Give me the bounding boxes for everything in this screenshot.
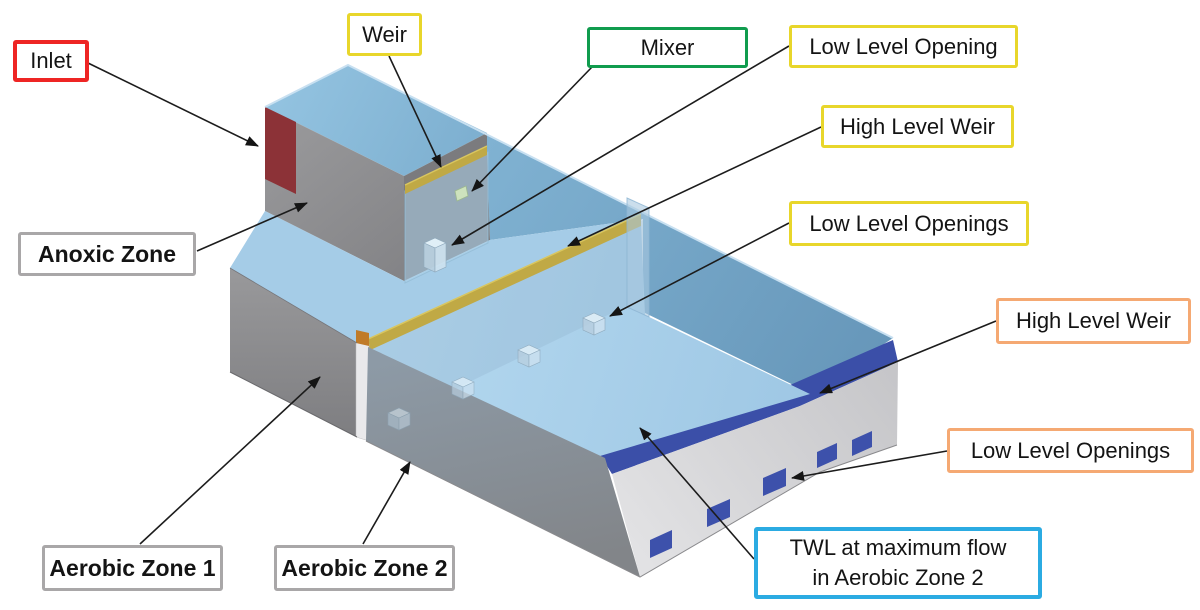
label-high-level-weir-mid-text: High Level Weir — [840, 113, 995, 139]
navy-opening — [650, 530, 672, 558]
arrow-low-level-opening — [451, 45, 790, 246]
label-weir: Weir — [347, 13, 422, 56]
arrow-low-level-openings-end — [791, 450, 948, 481]
label-low-level-opening: Low Level Opening — [789, 25, 1018, 68]
anoxic-weir-crest — [405, 146, 487, 194]
anoxic-left-wall — [265, 107, 404, 281]
label-low-level-openings-mid-text: Low Level Openings — [809, 210, 1009, 236]
arrow-inlet — [87, 62, 259, 147]
arrow-high-level-weir-mid — [567, 126, 822, 247]
zone1-low-level-opening-cube — [423, 237, 447, 273]
label-inlet-text: Inlet — [30, 48, 72, 73]
label-anoxic-zone: Anoxic Zone — [18, 232, 196, 276]
tank-bottom-edge-right — [365, 440, 898, 578]
low-level-opening-cubes — [387, 312, 606, 431]
inlet-port-face — [265, 107, 296, 194]
label-low-level-openings-mid: Low Level Openings — [789, 201, 1029, 246]
label-aerobic-zone-2-text: Aerobic Zone 2 — [281, 554, 448, 581]
arrow-aerobic-zone-1 — [139, 376, 321, 545]
divider-wall-orange-cap — [356, 330, 369, 346]
label-mixer-text: Mixer — [640, 34, 695, 60]
label-high-level-weir-end-text: High Level Weir — [1016, 308, 1171, 333]
tank-bottom-edge — [229, 371, 358, 438]
label-aerobic-zone-2: Aerobic Zone 2 — [274, 545, 455, 591]
navy-opening — [852, 431, 872, 456]
opening-cube — [451, 376, 475, 400]
aerobic-zone2-water-surface — [368, 224, 810, 456]
zone1-outer-wall — [230, 268, 357, 437]
weir-end-tall-wall — [626, 197, 650, 318]
label-inlet: Inlet — [13, 40, 89, 82]
back-wall-lip-edge — [264, 63, 894, 339]
label-aerobic-zone-1: Aerobic Zone 1 — [42, 545, 223, 591]
zone2-outer-wall — [366, 347, 640, 577]
label-anoxic-zone-text: Anoxic Zone — [37, 240, 176, 267]
arrow-mixer — [471, 66, 593, 192]
label-aerobic-zone-1-text: Aerobic Zone 1 — [49, 554, 216, 581]
aerobic-zone1-water-surface — [230, 211, 643, 345]
annotation-arrows — [87, 45, 997, 560]
label-low-level-openings-end: Low Level Openings — [947, 428, 1194, 473]
opening-cube — [387, 407, 411, 431]
long-weir-wall-crest — [366, 214, 641, 352]
arrow-aerobic-zone-2 — [362, 461, 411, 545]
arrow-high-level-weir-end — [819, 320, 997, 394]
zone1-wall-crest-edge — [229, 267, 358, 344]
opening-cube — [517, 344, 541, 368]
navy-opening — [817, 443, 837, 468]
effluent-channel-inner-face — [612, 362, 898, 577]
mixer-marker — [454, 185, 469, 202]
label-weir-text: Weir — [362, 21, 407, 47]
label-twl-line2: in Aerobic Zone 2 — [812, 565, 984, 590]
arrow-anoxic-zone — [196, 202, 308, 252]
arrow-twl — [639, 427, 755, 560]
label-mixer: Mixer — [587, 27, 748, 68]
arrow-low-level-openings-mid — [609, 222, 790, 317]
label-twl: TWL at maximum flow in Aerobic Zone 2 — [754, 527, 1042, 599]
label-low-level-openings-end-text: Low Level Openings — [970, 437, 1171, 463]
opening-cube — [582, 312, 606, 336]
label-high-level-weir-mid: High Level Weir — [821, 105, 1014, 148]
navy-opening — [763, 468, 786, 496]
navy-opening — [707, 499, 730, 527]
long-weir-top-edge — [365, 213, 642, 341]
label-low-level-opening-text: Low Level Opening — [809, 33, 998, 59]
anoxic-weir-top-edge — [404, 145, 488, 186]
low-level-openings-navy — [650, 431, 872, 558]
arrow-weir — [388, 55, 442, 168]
submerged-weir-wall — [368, 220, 643, 428]
high-level-water-channel — [487, 135, 893, 393]
label-twl-line1: TWL at maximum flow — [789, 535, 1007, 561]
label-high-level-weir-end: High Level Weir — [996, 298, 1191, 344]
